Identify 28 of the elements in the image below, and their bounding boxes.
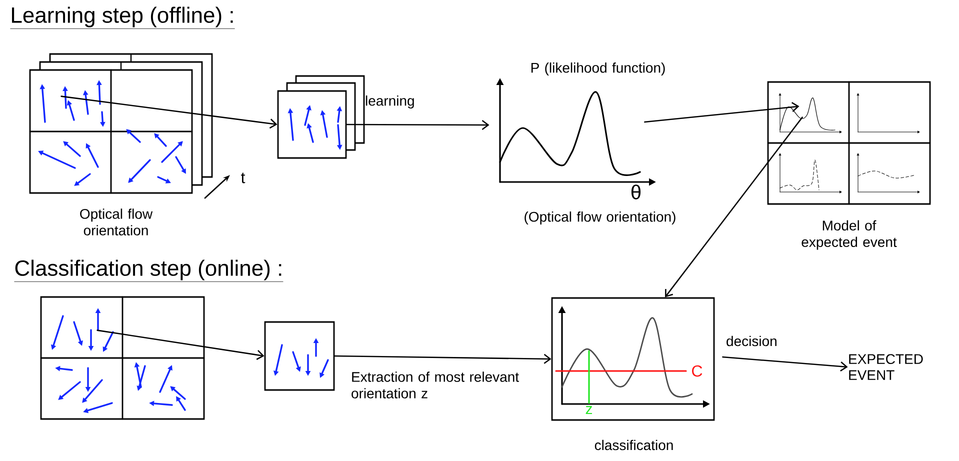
model-grid-drawing — [767, 81, 931, 205]
selected-cell-drawing — [264, 321, 335, 391]
optical-flow-grid-drawing — [40, 296, 205, 420]
node-label: Optical flow orientation — [80, 208, 153, 236]
edge-label: decision — [726, 336, 776, 346]
heading: Learning step (offline) : — [10, 6, 236, 29]
threshold-label: C — [692, 365, 702, 377]
time-label: t — [241, 172, 246, 184]
arrow — [722, 356, 848, 372]
node-label: P (likelihood function) — [531, 62, 665, 76]
heading: Classification step (online) : — [14, 260, 284, 282]
classification-chart-drawing — [551, 297, 715, 421]
value-label: z — [586, 406, 592, 414]
selected-cell-stack-drawing — [277, 75, 365, 159]
node-label: θ — [631, 184, 641, 200]
node-label: (Optical flow orientation) — [524, 211, 676, 225]
arrow — [60, 96, 278, 129]
edge-label: learning — [366, 95, 414, 109]
arrow — [96, 330, 264, 360]
arrow — [665, 116, 803, 298]
node-label: Model of expected event — [802, 220, 897, 250]
arrow — [644, 102, 800, 123]
node-label: classification — [594, 440, 673, 450]
optical-flow-grid-drawing — [29, 53, 213, 194]
result-text: EXPECTED EVENT — [849, 354, 923, 380]
edge-label: Extraction of most relevant orientation z — [352, 372, 519, 398]
arrow — [346, 120, 490, 130]
arrow — [334, 354, 552, 364]
